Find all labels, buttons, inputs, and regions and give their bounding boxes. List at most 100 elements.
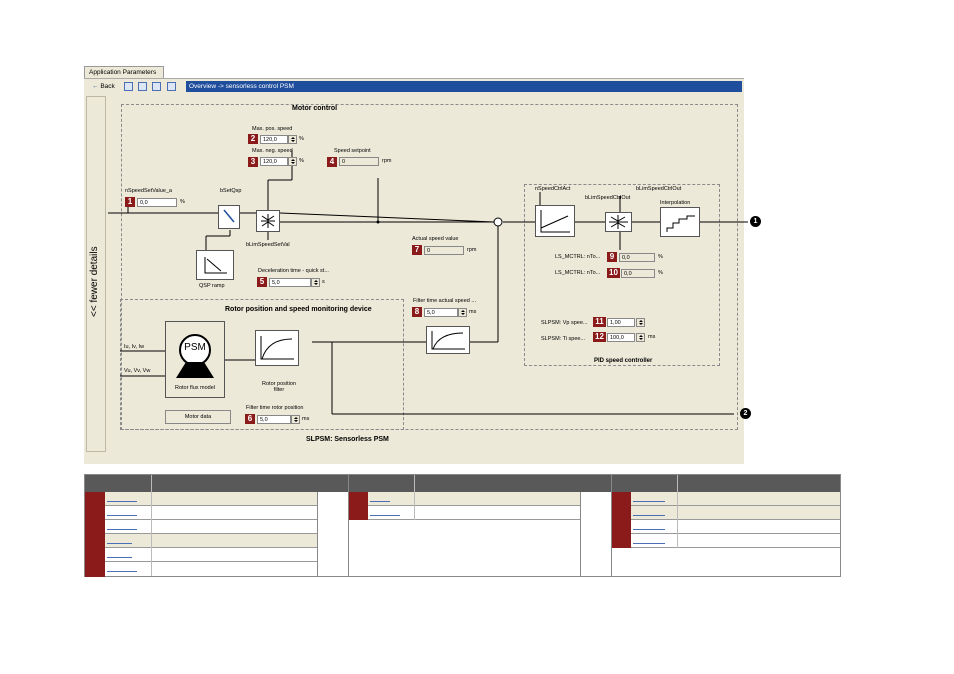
vp-label: SLPSM: Vp spee... xyxy=(541,320,588,326)
legend-badge xyxy=(85,492,105,506)
unit-rpm-1: rpm xyxy=(382,158,392,164)
interpolation-block xyxy=(660,207,700,237)
motor-data-button[interactable]: Motor data xyxy=(165,410,231,424)
legend-badge xyxy=(348,492,368,506)
legend-row xyxy=(85,506,317,520)
motor-control-title: Motor control xyxy=(292,105,338,112)
decel-spinner[interactable] xyxy=(311,278,320,287)
legend-badge xyxy=(85,548,105,562)
print-icon[interactable] xyxy=(167,82,176,91)
fewer-details-toggle[interactable]: << fewer details xyxy=(86,96,106,452)
b-set-qsp-label: bSetQsp xyxy=(220,188,242,194)
legend-badge xyxy=(611,492,631,506)
badge-7: 7 xyxy=(412,245,422,255)
export-icon[interactable] xyxy=(152,82,161,91)
ls-mctrl-1-field: 0,0 xyxy=(619,253,655,262)
max-neg-speed-label: Max. neg. speed xyxy=(252,148,293,154)
legend-link[interactable] xyxy=(370,515,400,516)
zoom-icon[interactable] xyxy=(138,82,147,91)
footer-title: SLPSM: Sensorless PSM xyxy=(306,436,389,443)
legend-badge xyxy=(85,562,105,577)
max-pos-speed-field[interactable]: 120,0 xyxy=(260,135,288,144)
legend-link[interactable] xyxy=(107,515,137,516)
max-neg-speed-spinner[interactable] xyxy=(288,157,297,166)
legend-badge xyxy=(611,534,631,548)
unit-percent-2: % xyxy=(299,136,304,142)
vp-spinner[interactable] xyxy=(636,318,645,327)
voltages-input-label: Vu, Vv, Vw xyxy=(124,368,151,374)
legend-row xyxy=(348,492,580,506)
n-speed-set-field[interactable]: 0,0 xyxy=(137,198,177,207)
legend-link[interactable] xyxy=(107,529,137,530)
legend-link[interactable] xyxy=(107,543,132,544)
breadcrumb: Overview -> sensorless control PSM xyxy=(186,81,742,92)
speed-limiter-block xyxy=(256,210,280,232)
legend-link[interactable] xyxy=(633,515,665,516)
legend-link[interactable] xyxy=(107,501,137,502)
vp-field[interactable]: 1,00 xyxy=(607,318,635,327)
badge-1: 1 xyxy=(125,197,135,207)
back-arrow-icon: ← xyxy=(92,83,99,90)
legend-badge xyxy=(611,506,631,520)
legend-link[interactable] xyxy=(633,543,665,544)
currents-input-label: Iu, Iv, Iw xyxy=(124,344,145,350)
legend-link[interactable] xyxy=(633,501,665,502)
badge-11: 11 xyxy=(593,317,606,327)
output-2-marker: 2 xyxy=(740,408,751,419)
badge-8: 8 xyxy=(412,307,422,317)
speed-setpoint-label: Speed setpoint xyxy=(334,148,371,154)
rotor-title: Rotor position and speed monitoring devi… xyxy=(225,306,372,313)
ti-spinner[interactable] xyxy=(636,333,645,342)
badge-4: 4 xyxy=(327,157,337,167)
max-neg-speed-field[interactable]: 120,0 xyxy=(260,157,288,166)
badge-2: 2 xyxy=(248,134,258,144)
legend-badge xyxy=(85,520,105,534)
rotor-position-filter-block xyxy=(255,330,299,366)
b-lim-speed-ctrl-out-label-a: bLimSpeedCtrlOut xyxy=(585,195,631,201)
output-1-marker: 1 xyxy=(750,216,761,227)
filter-rotor-label: Filter time rotor position xyxy=(246,405,304,411)
legend-table xyxy=(84,474,841,577)
back-label: Back xyxy=(100,83,115,90)
badge-6: 6 xyxy=(245,414,255,424)
tab-application-parameters[interactable]: Application Parameters xyxy=(84,66,164,78)
diagram-canvas xyxy=(84,95,744,464)
legend-divider xyxy=(317,492,318,576)
back-button[interactable]: ← Back xyxy=(92,82,115,92)
legend-link[interactable] xyxy=(107,571,137,572)
rotor-flux-model-block: PSM Rotor flux model xyxy=(165,321,225,398)
filter-rotor-field[interactable]: 5,0 xyxy=(257,415,291,424)
pid-title: PID speed controller xyxy=(594,358,653,364)
legend-badge xyxy=(348,506,368,520)
ls-mctrl-1-label: LS_MCTRL: nTo... xyxy=(555,254,601,260)
badge-12: 12 xyxy=(593,332,606,342)
n-speed-ctrl-act-label: nSpeedCtrlAct xyxy=(535,186,571,192)
legend-link[interactable] xyxy=(370,501,390,502)
decel-field[interactable]: 5,0 xyxy=(269,278,311,287)
position-filter-label: Rotor position filter xyxy=(262,381,296,393)
max-pos-speed-spinner[interactable] xyxy=(288,135,297,144)
flux-model-label: Rotor flux model xyxy=(174,385,216,391)
unit-percent-5: % xyxy=(658,270,663,276)
legend-link[interactable] xyxy=(107,557,132,558)
legend-link[interactable] xyxy=(633,529,665,530)
psm-label: PSM xyxy=(184,342,206,353)
b-lim-speed-set-label: bLimSpeedSetVal xyxy=(246,242,290,248)
ti-field[interactable]: 100,0 xyxy=(607,333,635,342)
decel-label: Deceleration time - quick st... xyxy=(258,268,329,274)
pid-controller-block xyxy=(535,205,575,237)
unit-percent-4: % xyxy=(658,254,663,260)
ls-mctrl-2-field: 0,0 xyxy=(621,269,655,278)
unit-percent-3: % xyxy=(299,158,304,164)
filter-time-actual-spinner[interactable] xyxy=(458,308,467,317)
legend-divider xyxy=(677,475,678,548)
actual-speed-filter-block xyxy=(426,326,470,354)
unit-percent-1: % xyxy=(180,199,185,205)
help-icon[interactable] xyxy=(124,82,133,91)
filter-time-actual-field[interactable]: 5,0 xyxy=(424,308,458,317)
max-pos-speed-label: Max. pos. speed xyxy=(252,126,293,132)
filter-rotor-spinner[interactable] xyxy=(291,415,300,424)
actual-speed-field: 0 xyxy=(424,246,464,255)
b-lim-speed-ctrl-out-label-b: bLimSpeedCtrlOut xyxy=(636,186,682,192)
